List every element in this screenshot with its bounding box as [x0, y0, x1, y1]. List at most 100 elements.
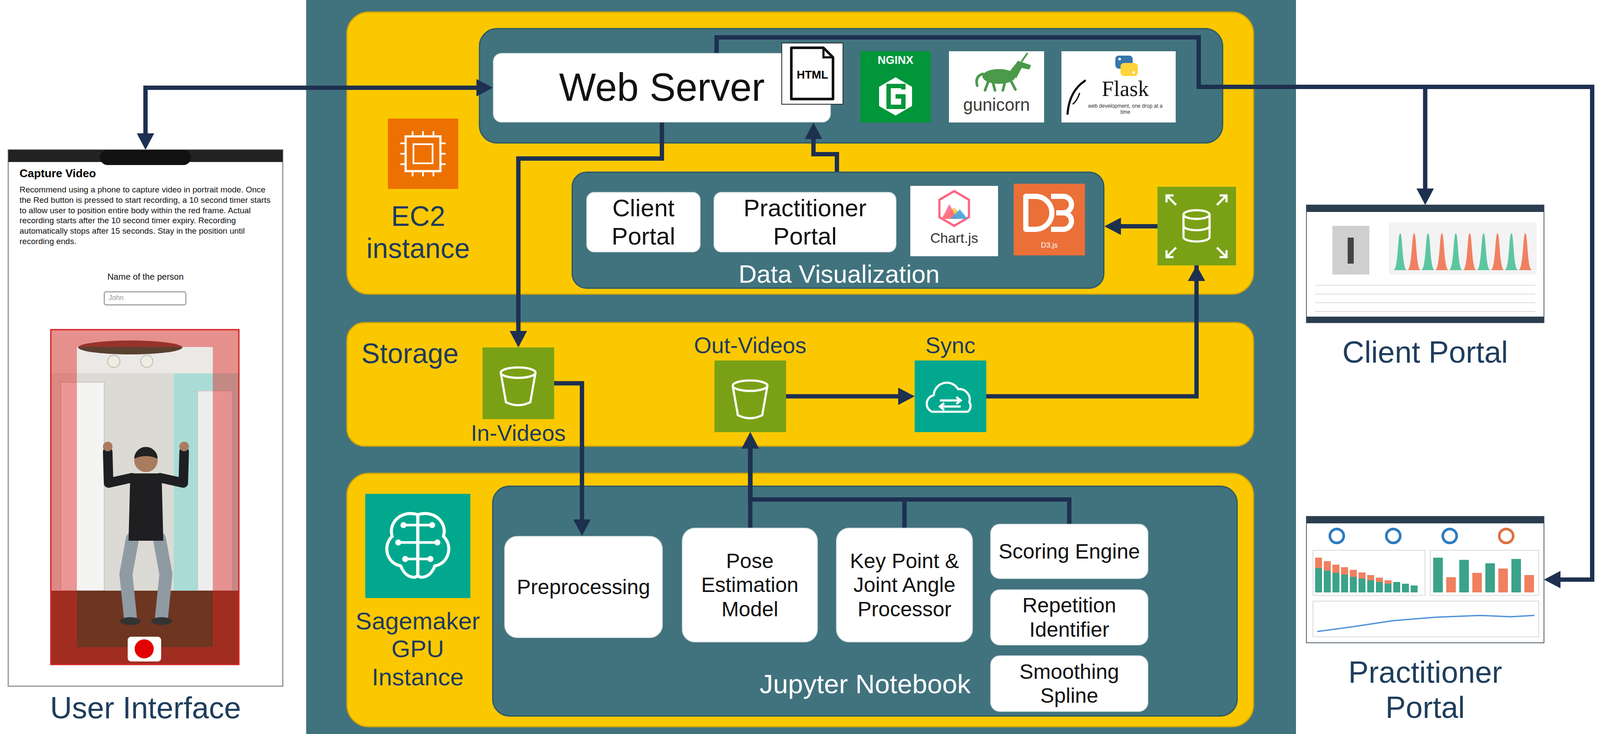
arrow-head: [1543, 571, 1561, 589]
web-panel: [479, 28, 1223, 143]
phone-screenshot: [159, 451, 185, 483]
text-holder: Sagemaker GPU Instance: [352, 607, 483, 691]
process-box: Pose Estimation Model: [681, 527, 818, 643]
nginx-logo: [879, 77, 913, 116]
portal-screenshot: [1410, 585, 1418, 593]
portal-screenshot: [1349, 569, 1357, 577]
group-heading: EC2 instance: [361, 200, 475, 265]
portal-screenshot: [1315, 285, 1536, 312]
portal-box: Practitioner Portal: [713, 191, 897, 253]
placeholder-text: John: [108, 294, 174, 302]
portal-screenshot: [1386, 528, 1401, 543]
portal-screenshot: [1407, 233, 1422, 271]
portal-screenshot: [1393, 233, 1408, 271]
database-icon: [1183, 225, 1210, 231]
bucket-icon: [714, 360, 787, 433]
process-box: Scoring Engine: [990, 523, 1149, 579]
arrow-head: [1416, 188, 1435, 205]
phone-screenshot: [50, 329, 77, 665]
group-heading: Data Visualization: [708, 259, 970, 289]
database-icon: [1183, 214, 1210, 242]
database-icon: [1183, 210, 1210, 219]
text-holder: Jupyter Notebook: [734, 668, 996, 700]
html-icon: [823, 47, 834, 58]
connector: [804, 122, 837, 172]
phone-screenshot: [76, 329, 213, 348]
portal-screenshot: [1306, 204, 1544, 323]
phone-screenshot: [50, 329, 239, 665]
connector: [554, 383, 591, 537]
chartjs-logo: [950, 209, 968, 219]
portal-screenshot: [1349, 569, 1357, 593]
portal-screenshot: [1323, 561, 1331, 593]
portal-screenshot: [1446, 577, 1456, 593]
portal-screenshot: [1306, 204, 1544, 323]
d3-logo: [1051, 196, 1072, 230]
portal-screenshot: [1518, 233, 1533, 271]
node-heading: Sync: [925, 332, 976, 359]
text-holder: Out-Videos: [694, 332, 807, 359]
portal-screenshot: [1332, 564, 1340, 573]
notebook-panel: Jupyter NotebookPreprocessingPose Estima…: [492, 485, 1238, 717]
portal-screenshot: [1332, 225, 1370, 275]
flask-logo: [1132, 71, 1135, 74]
sagemaker-icon: [395, 539, 402, 546]
portal-screenshot: [1367, 575, 1375, 581]
portal-screenshot: [1485, 563, 1495, 593]
portal-screenshot: [1347, 237, 1354, 264]
phone-screenshot: [151, 617, 172, 625]
screen-instructions: Recommend using a phone to capture video…: [19, 184, 272, 247]
sagemaker-icon: [402, 555, 409, 562]
gunicorn-logo: [1018, 60, 1032, 70]
text-holder: Storage: [361, 337, 536, 371]
ec2-icon: [387, 118, 459, 189]
ec2-icon: [400, 131, 446, 177]
connector: [716, 37, 1435, 205]
connector: [716, 37, 1593, 589]
arrow-head: [573, 519, 591, 536]
box-text: Repetition Identifier: [997, 593, 1142, 642]
sagemaker-band: Sagemaker GPU InstanceJupyter NotebookPr…: [347, 473, 1254, 727]
sagemaker-icon: [365, 493, 471, 599]
portal-screenshot: [1434, 233, 1449, 271]
connector-line: [554, 383, 582, 522]
group-heading: Jupyter Notebook: [734, 668, 996, 700]
web-server-box: Web Server: [492, 52, 831, 123]
label-holder: gunicorn: [948, 94, 1045, 115]
phone-screenshot: [102, 441, 113, 452]
database-icon: [1216, 247, 1227, 258]
logo-text: Flask: [1084, 76, 1167, 102]
node-heading: Client Portal: [1342, 334, 1508, 371]
connector-line: [750, 446, 1070, 524]
text-holder: Data Visualization: [708, 259, 970, 289]
portal-screenshot: [1462, 233, 1477, 271]
group-heading: Sagemaker GPU Instance: [352, 607, 483, 691]
group-heading: Storage: [361, 337, 536, 371]
phone-screenshot: [8, 149, 283, 687]
phone-screenshot: [50, 329, 239, 374]
nginx-logo: [860, 51, 931, 123]
logo-text: Chart.js: [910, 230, 999, 247]
gunicorn-logo: [948, 51, 1045, 123]
portal-screenshot: [1499, 528, 1514, 543]
sync-icon: [914, 360, 987, 433]
portal-screenshot: [1323, 561, 1331, 571]
phone-screenshot: [127, 636, 162, 662]
portal-screenshot: [1384, 580, 1392, 584]
label-holder: NGINX: [860, 53, 931, 67]
html-icon: [781, 42, 843, 105]
logo-text: D3.js: [1013, 241, 1085, 250]
node-heading: Out-Videos: [694, 332, 807, 359]
sagemaker-icon: [417, 513, 449, 578]
label-holder: John: [108, 294, 174, 302]
text-holder: Client Portal: [1342, 334, 1508, 371]
portal-screenshot: [1306, 316, 1544, 323]
phone-screenshot: [8, 149, 283, 687]
ec2-icon: [413, 144, 433, 164]
text-holder: User Interface: [49, 690, 242, 726]
node-heading: Practitioner Portal: [1329, 654, 1521, 725]
database-icon: [1157, 186, 1237, 266]
portal-screenshot: [1312, 601, 1539, 637]
box-text: Client Portal: [593, 194, 694, 251]
connector-line: [518, 122, 663, 333]
